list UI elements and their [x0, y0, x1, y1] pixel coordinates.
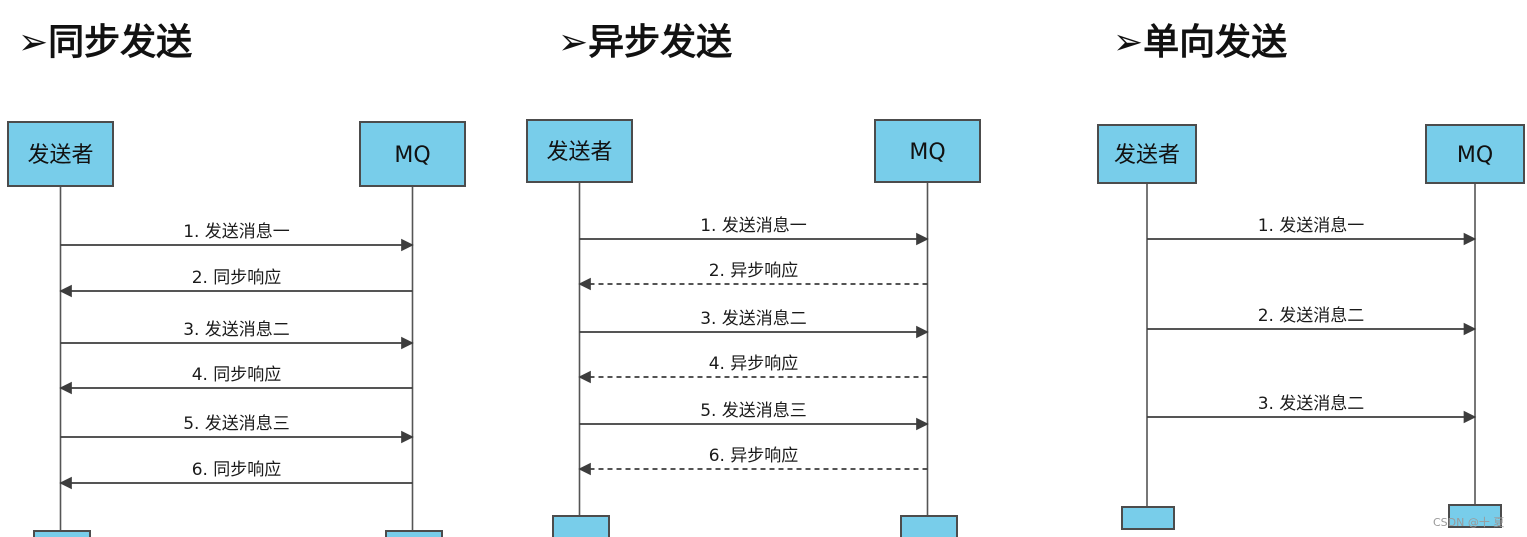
message-label-5: 5. 发送消息三: [183, 414, 290, 434]
sender-lifeline-end-box: [552, 515, 610, 537]
watermark-text: CSDN @十 夏: [1433, 515, 1504, 529]
mq-actor-box: [1425, 124, 1525, 184]
sender-actor-label: 发送者: [1114, 143, 1180, 168]
sender-actor-label: 发送者: [546, 140, 612, 165]
diagram-title: ➢异步发送: [558, 22, 732, 63]
mq-actor-label: MQ: [1457, 143, 1493, 168]
mq-actor-box: [359, 121, 466, 187]
message-label-2: 2. 同步响应: [192, 268, 282, 288]
mq-actor-label: MQ: [394, 143, 430, 168]
mq-lifeline-end-box: [900, 515, 958, 537]
sender-actor-box: [526, 119, 633, 183]
sender-actor-box: [1097, 124, 1197, 184]
message-label-6: 6. 异步响应: [709, 446, 799, 466]
mq-actor-box: [874, 119, 981, 183]
mq-actor-label: MQ: [909, 140, 945, 165]
sender-lifeline-end-box: [1121, 506, 1175, 530]
message-label-1: 1. 发送消息一: [700, 216, 807, 236]
diagram-title: ➢同步发送: [18, 22, 192, 63]
message-label-1: 1. 发送消息一: [1258, 216, 1365, 236]
message-label-2: 2. 发送消息二: [1258, 306, 1365, 326]
message-label-2: 2. 异步响应: [709, 261, 799, 281]
message-label-4: 4. 同步响应: [192, 365, 282, 385]
sender-actor-box: [7, 121, 114, 187]
message-label-3: 3. 发送消息二: [1258, 394, 1365, 414]
sender-lifeline-end-box: [33, 530, 91, 537]
message-label-3: 3. 发送消息二: [183, 320, 290, 340]
mq-lifeline-end-box: [1448, 504, 1502, 528]
message-label-1: 1. 发送消息一: [183, 222, 290, 242]
message-label-5: 5. 发送消息三: [700, 401, 807, 421]
message-label-6: 6. 同步响应: [192, 460, 282, 480]
mq-lifeline-end-box: [385, 530, 443, 537]
diagram-title: ➢单向发送: [1113, 22, 1287, 63]
message-label-4: 4. 异步响应: [709, 354, 799, 374]
sender-actor-label: 发送者: [27, 143, 93, 168]
message-label-3: 3. 发送消息二: [700, 309, 807, 329]
